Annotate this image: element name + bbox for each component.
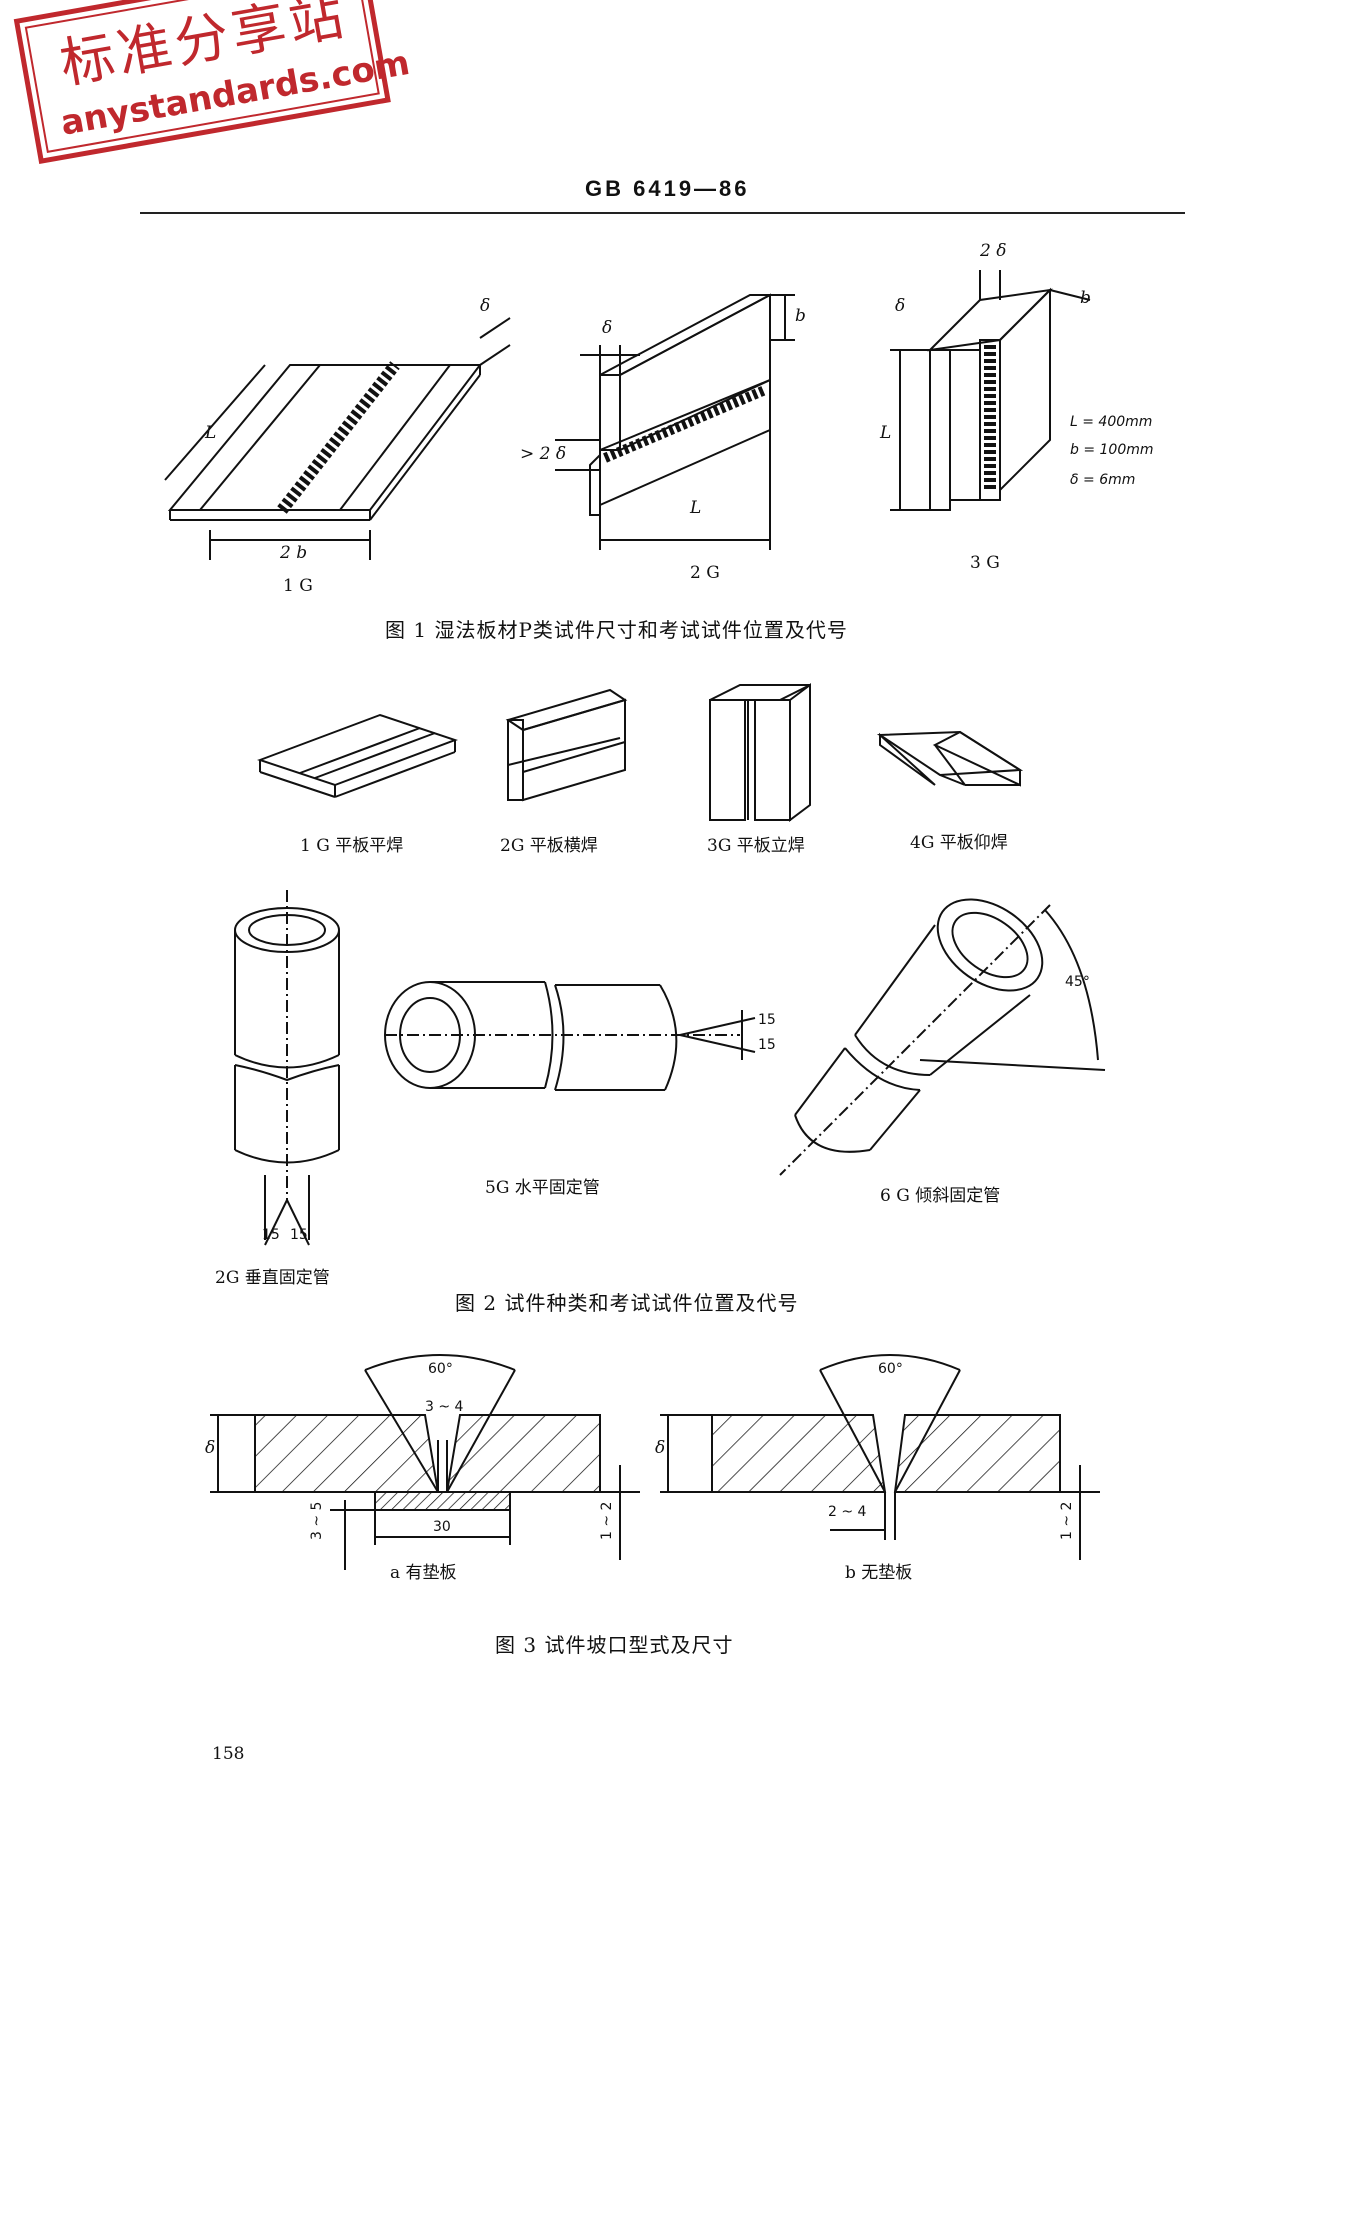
figure1-caption: 图 1 湿法板材P类试件尺寸和考试试件位置及代号: [385, 618, 848, 642]
figure3-drawing: [210, 1354, 1100, 1570]
fig2-label-6g: 6 G 倾斜固定管: [880, 1186, 1001, 1206]
fig1-spec-L: L = 400mm: [1070, 414, 1153, 430]
fig3-a-delta: δ: [205, 1438, 216, 1458]
fig1-panel-3g: 3 G: [970, 553, 1000, 573]
fig2-label-2g-pipe: 2G 垂直固定管: [215, 1268, 330, 1288]
figure1-3g-plate: [890, 270, 1091, 511]
figure2-3g-plate: [709, 683, 811, 822]
fig2-angle-2g-right: 15: [290, 1227, 308, 1243]
figure3-a-groove: [210, 1354, 640, 1570]
fig1-dim-delta-1g: δ: [480, 296, 491, 316]
figure2-5g-pipe: [384, 981, 756, 1091]
fig3-b-delta: δ: [655, 1438, 666, 1458]
fig2-angle-6g: 45°: [1065, 974, 1090, 990]
fig1-dim-2delta-3g: 2 δ: [980, 241, 1007, 261]
fig3-b-gap: 2 ~ 4: [828, 1504, 867, 1520]
fig3-b-angle: 60°: [878, 1361, 903, 1377]
page-number: 158: [212, 1744, 245, 1764]
figure2-2g-pipe: [234, 890, 340, 1246]
fig1-dim-L-3g: L: [880, 423, 892, 443]
fig2-label-3g: 3G 平板立焊: [707, 836, 805, 856]
fig2-label-5g: 5G 水平固定管: [485, 1178, 600, 1198]
fig1-dim-delta-3g: δ: [895, 296, 906, 316]
fig2-label-4g: 4G 平板仰焊: [910, 833, 1008, 853]
fig1-panel-1g: 1 G: [283, 576, 313, 596]
fig3-sub-b: b 无垫板: [845, 1563, 913, 1583]
header-rule: [140, 212, 1185, 214]
figure1-2g-plate: [555, 293, 795, 550]
fig1-spec-b: b = 100mm: [1070, 442, 1154, 458]
figure3-caption: 图 3 试件坡口型式及尺寸: [495, 1633, 734, 1657]
figure1-1g-plate: [164, 317, 511, 560]
figure2-caption: 图 2 试件种类和考试试件位置及代号: [455, 1291, 799, 1315]
fig1-dim-b-2g: b: [795, 306, 806, 326]
fig3-b-root: 1 ~ 2: [1059, 1501, 1075, 1540]
figure2-4g-plate: [876, 730, 1024, 787]
fig2-angle-5g-bottom: 15: [758, 1037, 776, 1053]
fig3-sub-a: a 有垫板: [390, 1563, 457, 1583]
fig3-a-angle: 60°: [428, 1361, 453, 1377]
fig1-dim-L-1g: L: [205, 423, 217, 443]
figure1-drawing: [164, 270, 1091, 560]
figure2-1g-plate: [257, 713, 458, 798]
fig1-dim-delta-2g: δ: [602, 318, 613, 338]
figure3-b-groove: [660, 1354, 1100, 1560]
fig3-a-backing-width: 30: [433, 1519, 451, 1535]
fig3-a-backing-thickness: 3 ~ 5: [309, 1501, 325, 1540]
watermark-stamp: 标准分享站 anystandards.com: [12, 0, 413, 166]
fig2-label-1g: 1 G 平板平焊: [300, 836, 404, 856]
fig2-angle-5g-top: 15: [758, 1012, 776, 1028]
figure2-2g-plate: [505, 688, 628, 802]
figure2-drawing: [234, 683, 1106, 1246]
fig1-dim-L-2g: L: [690, 498, 702, 518]
fig1-dim-2b: 2 b: [280, 543, 308, 563]
document-code: GB 6419—86: [585, 176, 750, 201]
fig3-a-gap: 3 ~ 4: [425, 1399, 464, 1415]
fig2-label-2g-plate: 2G 平板横焊: [500, 836, 598, 856]
fig2-angle-2g-left: 15: [262, 1227, 280, 1243]
figure2-6g-pipe: [779, 898, 1106, 1176]
fig1-dim-gt2delta: > 2 δ: [520, 444, 567, 464]
fig1-spec-delta: δ = 6mm: [1070, 472, 1136, 488]
fig1-dim-b-3g: b: [1080, 288, 1091, 308]
fig1-panel-2g: 2 G: [690, 563, 720, 583]
fig3-a-root: 1 ~ 2: [599, 1501, 615, 1540]
